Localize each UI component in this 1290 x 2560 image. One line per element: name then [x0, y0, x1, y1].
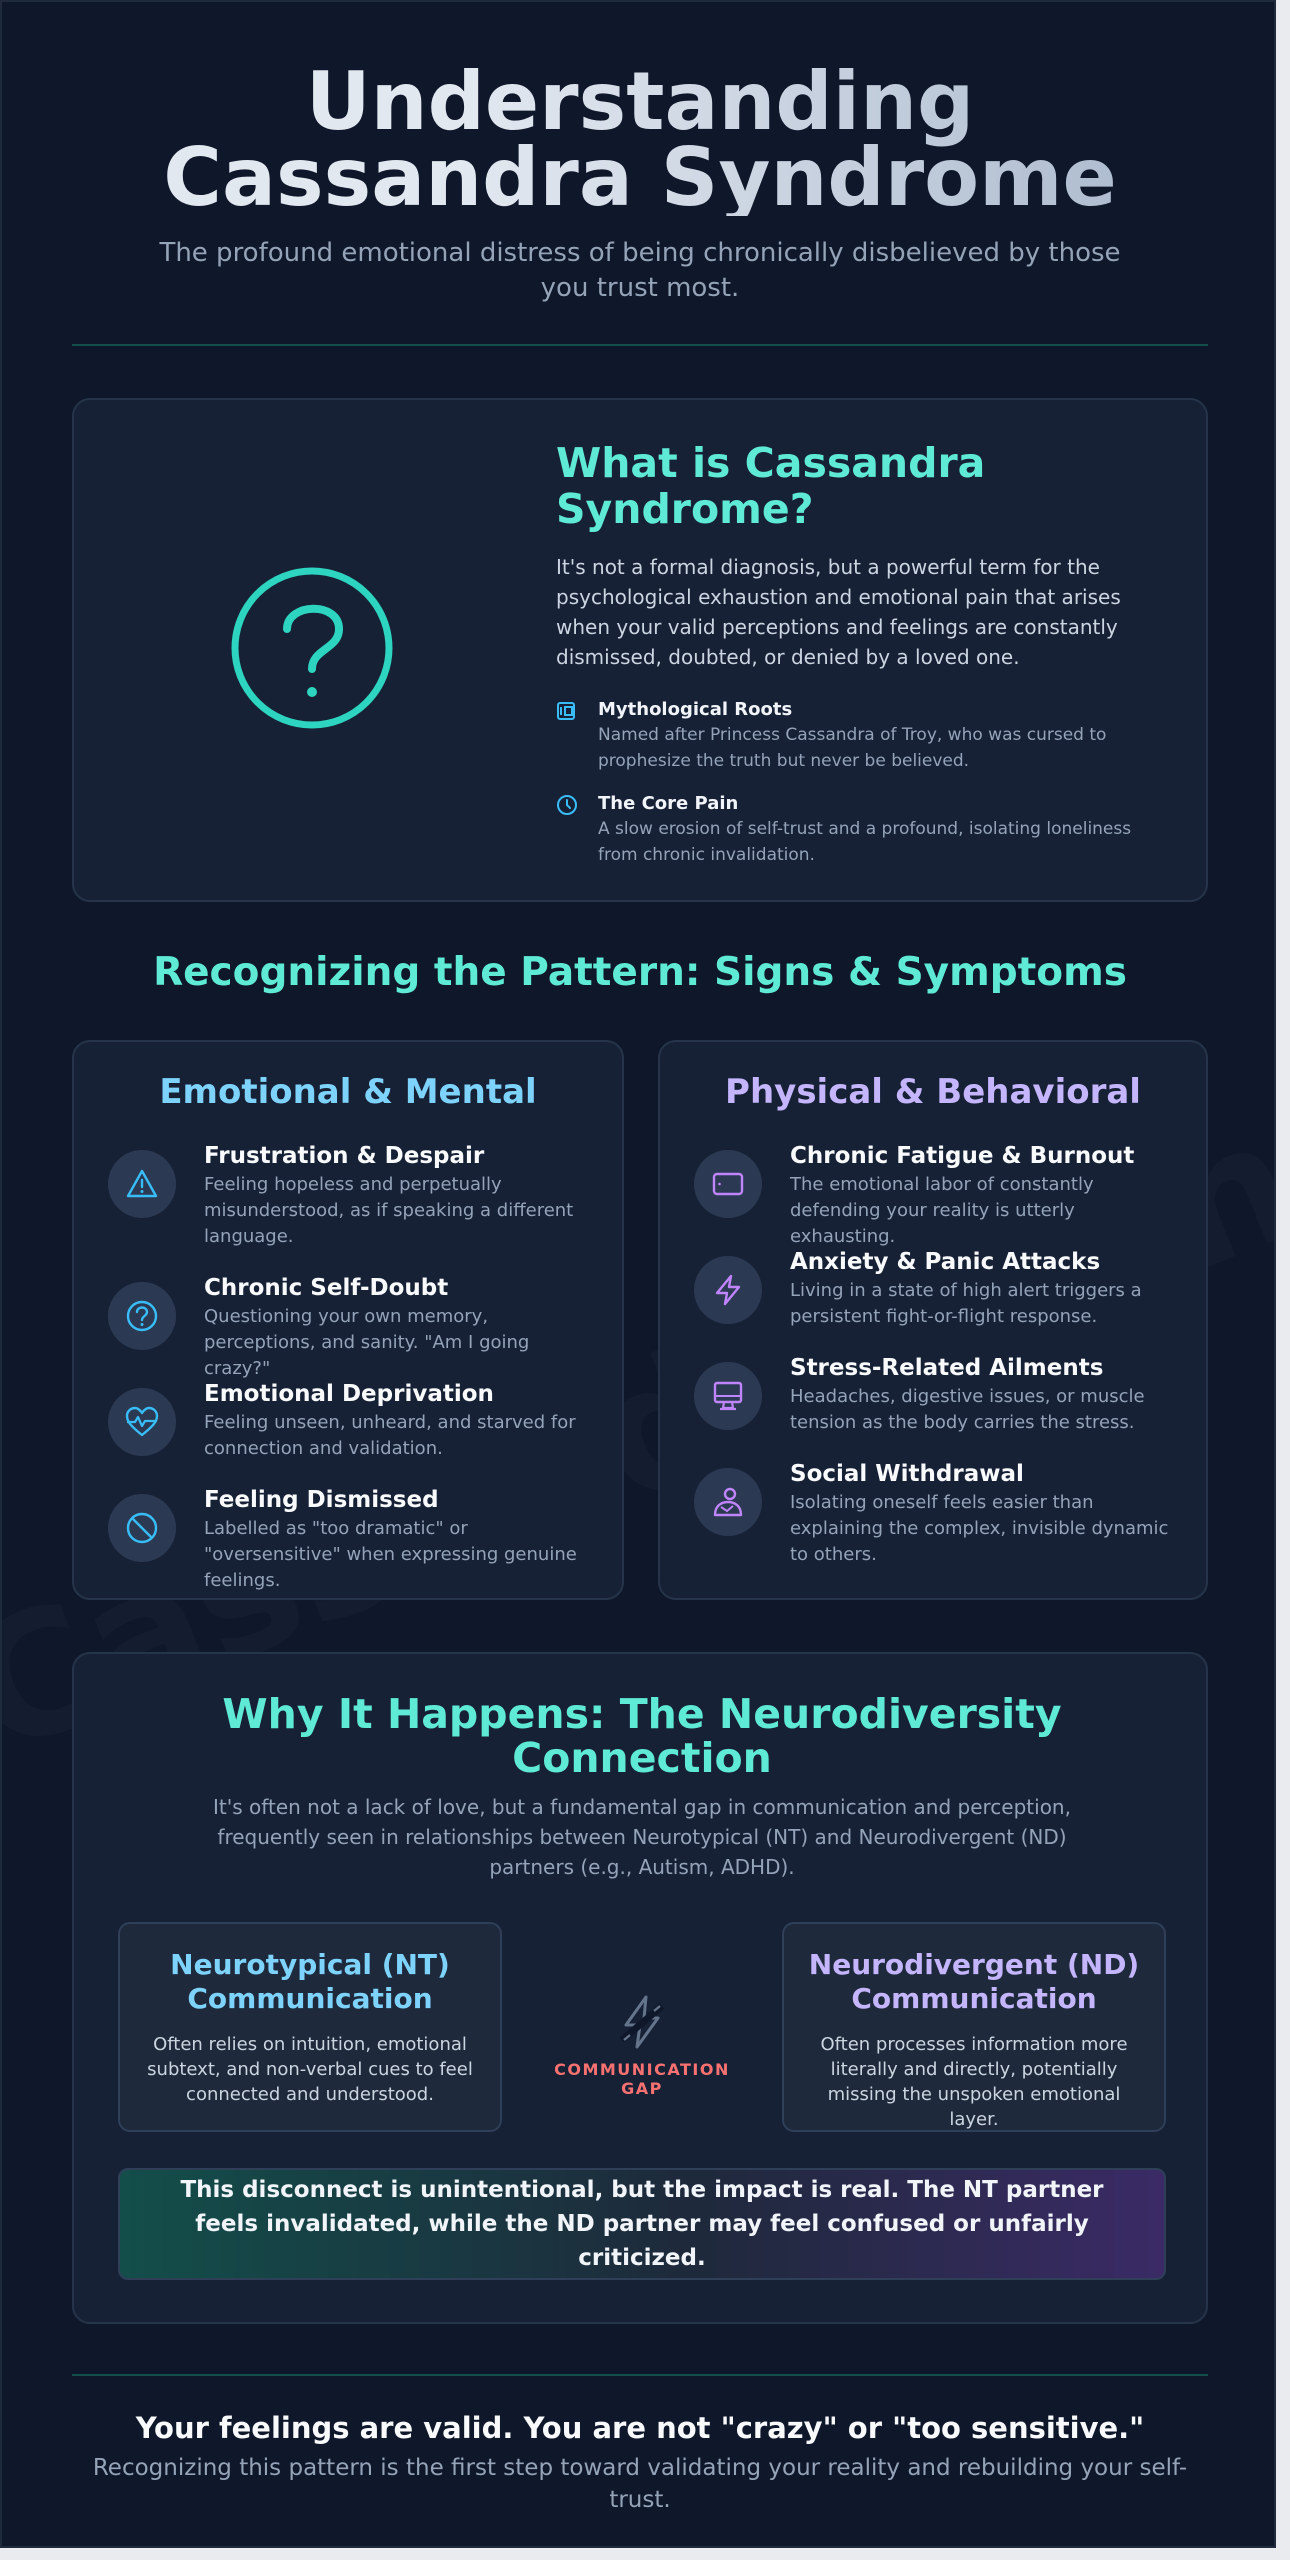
- symptom-text: Living in a state of high alert triggers…: [790, 1280, 1142, 1327]
- nd-title: Neurodivergent (ND) Communication: [808, 1948, 1140, 2015]
- neurodiversity-card: Why It Happens: The Neurodiversity Conne…: [72, 1652, 1208, 2324]
- symptom-text: Questioning your own memory, perceptions…: [204, 1306, 530, 1379]
- divider: [72, 344, 1208, 346]
- symptom-text: Feeling unseen, unheard, and starved for…: [204, 1412, 576, 1459]
- footer: Your feelings are valid. You are not "cr…: [72, 2410, 1208, 2516]
- emotional-mental-card: Emotional & Mental Frustration & Despair…: [72, 1040, 624, 1600]
- symptom-text: Labelled as "too dramatic" or "oversensi…: [204, 1518, 577, 1591]
- symptom-title: Frustration & Despair: [204, 1143, 485, 1169]
- lightning-icon: [694, 1256, 762, 1324]
- footer-headline: Your feelings are valid. You are not "cr…: [135, 2411, 1145, 2445]
- what-is-content: What is Cassandra Syndrome? It's not a f…: [556, 440, 1166, 868]
- symptom-title: Stress-Related Ailments: [790, 1355, 1104, 1381]
- symptom-text: Headaches, digestive issues, or muscle t…: [790, 1386, 1145, 1433]
- footer-subtext: Recognizing this pattern is the first st…: [92, 2455, 1188, 2513]
- monitor-icon: [694, 1362, 762, 1430]
- symptom-title: Emotional Deprivation: [204, 1381, 494, 1407]
- what-is-description: It's not a formal diagnosis, but a power…: [556, 555, 1121, 669]
- fact-text: A slow erosion of self-trust and a profo…: [598, 819, 1132, 865]
- fact-text: Named after Princess Cassandra of Troy, …: [598, 725, 1107, 771]
- nd-communication-box: Neurodivergent (ND) Communication Often …: [782, 1922, 1166, 2132]
- communication-gap-label: COMMUNICATION GAP: [554, 2060, 730, 2098]
- scroll-icon: [556, 700, 578, 726]
- symptom-title: Feeling Dismissed: [204, 1487, 439, 1513]
- symptom-title: Chronic Fatigue & Burnout: [790, 1143, 1135, 1169]
- impact-banner-text: This disconnect is unintentional, but th…: [180, 2177, 1104, 2271]
- communication-gap: COMMUNICATION GAP: [534, 1994, 750, 2098]
- fact-title: Mythological Roots: [598, 699, 793, 720]
- symptom-text: The emotional labor of constantly defend…: [790, 1174, 1094, 1247]
- fact-mythological-roots: Mythological Roots Named after Princess …: [556, 698, 1166, 774]
- person-withdrawn-icon: [694, 1468, 762, 1536]
- heart-pulse-icon: [108, 1388, 176, 1456]
- symptom-text: Feeling hopeless and perpetually misunde…: [204, 1174, 574, 1247]
- page-title: Understanding Cassandra Syndrome: [72, 62, 1208, 218]
- emotional-column-title: Emotional & Mental: [159, 1072, 537, 1112]
- signs-section-title: Recognizing the Pattern: Signs & Symptom…: [153, 950, 1127, 995]
- symptom-title: Social Withdrawal: [790, 1461, 1024, 1487]
- question-circle-icon: [108, 1282, 176, 1350]
- question-circle-icon: [229, 565, 395, 735]
- physical-behavioral-card: Physical & Behavioral Chronic Fatigue & …: [658, 1040, 1208, 1600]
- nt-title: Neurotypical (NT) Communication: [170, 1948, 450, 2015]
- symptom-title: Anxiety & Panic Attacks: [790, 1249, 1101, 1275]
- page-subtitle: The profound emotional distress of being…: [159, 238, 1121, 303]
- symptom-text: Isolating oneself feels easier than expl…: [790, 1492, 1169, 1565]
- why-intro: It's often not a lack of love, but a fun…: [213, 1795, 1071, 1879]
- symptom-title: Chronic Self-Doubt: [204, 1275, 449, 1301]
- warning-triangle-icon: [108, 1150, 176, 1218]
- ban-icon: [108, 1494, 176, 1562]
- nt-text: Often relies on intuition, emotional sub…: [147, 2034, 473, 2105]
- physical-column-title: Physical & Behavioral: [725, 1072, 1141, 1112]
- what-is-title: What is Cassandra Syndrome?: [556, 439, 986, 533]
- divider: [72, 2374, 1208, 2376]
- fact-title: The Core Pain: [598, 793, 739, 814]
- what-is-card: What is Cassandra Syndrome? It's not a f…: [72, 398, 1208, 902]
- clock-icon: [556, 794, 578, 820]
- nt-communication-box: Neurotypical (NT) Communication Often re…: [118, 1922, 502, 2132]
- nd-text: Often processes information more literal…: [820, 2034, 1128, 2130]
- battery-icon: [694, 1150, 762, 1218]
- hero-header: Understanding Cassandra Syndrome The pro…: [72, 62, 1208, 306]
- why-title: Why It Happens: The Neurodiversity Conne…: [222, 1690, 1062, 1782]
- broken-lightning-icon: [616, 1995, 668, 2054]
- fact-core-pain: The Core Pain A slow erosion of self-tru…: [556, 792, 1166, 868]
- impact-banner: This disconnect is unintentional, but th…: [118, 2168, 1166, 2280]
